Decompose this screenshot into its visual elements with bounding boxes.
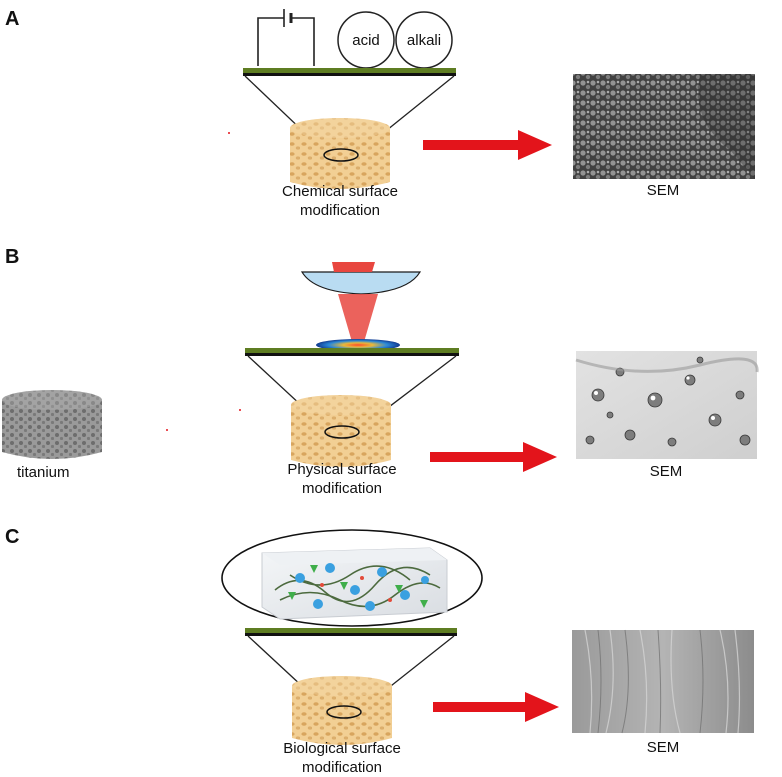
titanium-label: titanium	[17, 464, 70, 481]
caption-line2: modification	[301, 480, 383, 497]
panel-letter-b: B	[5, 246, 20, 268]
physical-caption: Physical surface modification	[262, 460, 422, 498]
sem-image-b	[575, 351, 759, 459]
plate	[243, 68, 456, 73]
porous-scaffold	[292, 676, 392, 745]
sem-label-c: SEM	[646, 739, 680, 756]
panel-letter-c: C	[5, 526, 20, 548]
molecule-green	[288, 565, 428, 608]
caption-line1: Biological surface	[283, 740, 401, 757]
arrow	[430, 442, 557, 472]
titanium-cylinder	[2, 390, 102, 459]
acid-label: acid	[352, 32, 380, 49]
porous-scaffold	[290, 118, 390, 189]
panel-c	[221, 529, 754, 745]
lens-icon	[300, 271, 422, 295]
panel-letter-a: A	[5, 8, 20, 30]
chemical-caption: Chemical surface modification	[260, 182, 420, 220]
molecule-blue	[295, 563, 429, 611]
battery-icon	[257, 9, 315, 66]
sem-image-a	[573, 74, 755, 179]
zoom-ellipse	[326, 705, 362, 719]
arrow	[423, 130, 552, 160]
alkali-label: alkali	[406, 32, 442, 49]
porous-scaffold	[291, 395, 391, 467]
caption-line1: Chemical surface	[282, 183, 398, 200]
panel-b	[2, 262, 759, 472]
hydrogel-block	[261, 547, 448, 620]
arrow	[433, 692, 559, 722]
zoom-ellipse	[324, 425, 360, 439]
caption-line2: modification	[299, 202, 381, 219]
panel-a	[228, 9, 755, 189]
plate	[245, 348, 459, 353]
sem-label-b: SEM	[649, 463, 683, 480]
biological-caption: Biological surface modification	[262, 739, 422, 777]
plate	[245, 628, 457, 633]
caption-line2: modification	[301, 759, 383, 776]
caption-line1: Physical surface	[287, 461, 397, 478]
zoom-ellipse	[323, 148, 359, 162]
laser-beam	[332, 262, 375, 272]
sem-image-c	[572, 629, 754, 734]
sem-label-a: SEM	[646, 182, 680, 199]
